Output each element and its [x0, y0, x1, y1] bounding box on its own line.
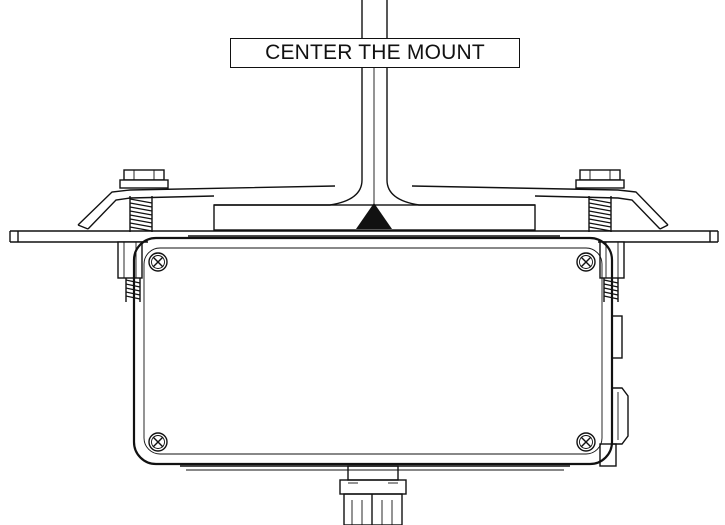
right-clamp-plate — [411, 185, 669, 230]
left-bolt-assembly — [117, 169, 169, 302]
enclosure-box — [132, 236, 614, 471]
center-marker-triangle — [356, 203, 392, 229]
screw-top-left — [148, 252, 168, 272]
left-clamp-plate — [77, 185, 336, 230]
right-side-fittings — [599, 315, 629, 467]
screw-top-right — [576, 252, 596, 272]
center-the-mount-callout: CENTER THE MOUNT — [230, 38, 520, 68]
vertical-pole — [214, 0, 535, 212]
cable-gland — [339, 465, 407, 525]
screw-bottom-left — [148, 432, 168, 452]
mounting-plate — [9, 230, 719, 243]
screw-bottom-right — [576, 432, 596, 452]
callout-label: CENTER THE MOUNT — [265, 41, 485, 64]
pressure-block — [213, 204, 536, 231]
